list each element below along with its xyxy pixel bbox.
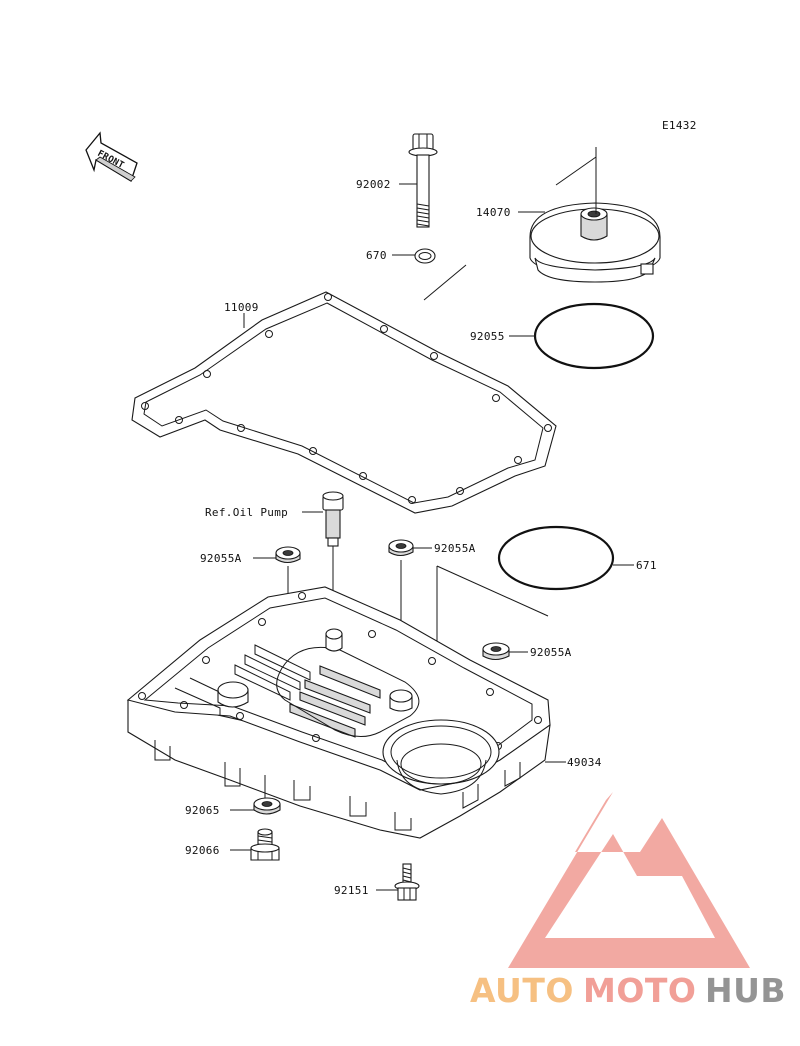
front-arrow-icon: FRONT [85,131,138,182]
label-671: 671 [636,559,657,572]
label-92002: 92002 [356,178,391,191]
label-92055: 92055 [470,330,505,343]
label-ref-oil-pump: Ref.Oil Pump [205,506,288,519]
label-92055a-center: 92055A [434,542,476,555]
seal-washer-92055a-left [275,546,301,564]
watermark-triangle-icon [508,792,750,968]
watermark-moto: MOTO [583,971,696,1010]
drain-plug-92066 [250,828,280,861]
label-49034: 49034 [567,756,602,769]
diagram-code: E1432 [662,119,697,132]
oil-pan-49034 [126,586,551,839]
oil-pump-pipe [322,491,344,632]
label-670: 670 [366,249,387,262]
watermark-hub: HUB [705,971,786,1010]
label-92065: 92065 [185,804,220,817]
washer-670 [414,248,436,264]
label-11009: 11009 [224,301,259,314]
cover-14070 [529,202,661,283]
gasket-11009 [131,291,557,514]
drain-washer-92065 [253,797,281,815]
bolt-92002 [408,133,438,228]
label-92066: 92066 [185,844,220,857]
watermark-logo: AUTO MOTO HUB [470,792,786,1010]
watermark-auto: AUTO [470,971,574,1010]
bolt-92151 [394,863,420,901]
seal-washer-92055a-center [388,539,414,557]
label-14070: 14070 [476,206,511,219]
label-92055a-right: 92055A [530,646,572,659]
label-92151: 92151 [334,884,369,897]
o-ring-671 [497,525,615,591]
label-92055a-left: 92055A [200,552,242,565]
o-ring-92055 [533,302,655,370]
seal-washer-92055a-right [482,642,510,661]
